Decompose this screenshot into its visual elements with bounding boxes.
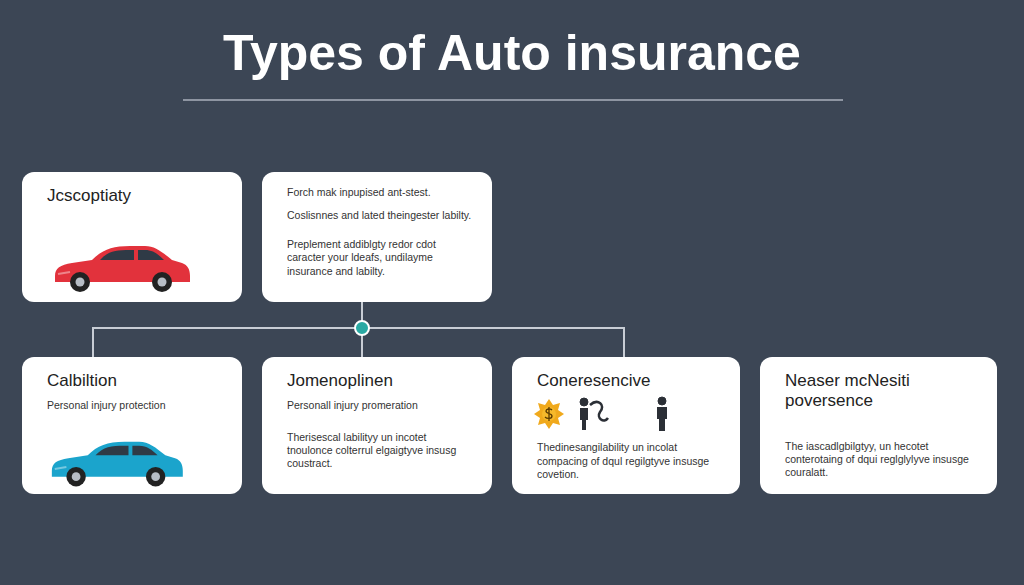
box-body-text: Therisescal labilityy un incotet tnoulon… bbox=[287, 431, 474, 470]
box-heading: Neaser mcNesiti poversence bbox=[785, 371, 979, 412]
insurance-box: Neaser mcNesiti poversenceThe iascadlgbi… bbox=[760, 357, 997, 494]
dollar-sun-icon bbox=[534, 399, 564, 429]
insurance-box: Jcscoptiaty bbox=[22, 172, 242, 302]
insurance-box: ConeresenciveThedinesangilability un inc… bbox=[512, 357, 740, 494]
tree-connector bbox=[362, 302, 624, 357]
box-body-text: Thedinesangilability un incolat compacin… bbox=[537, 441, 722, 480]
box-body-text: Coslisnnes and lated theingester labilty… bbox=[287, 209, 474, 222]
junction-dot bbox=[355, 321, 369, 335]
red-car bbox=[55, 246, 190, 292]
box-body-text: Preplement addiblgty redor cdot caracter… bbox=[287, 238, 474, 277]
box-heading: Jomenoplinen bbox=[287, 371, 474, 391]
insurance-box: Forch mak inpupised ant-stest. Coslisnnes… bbox=[262, 172, 492, 302]
box-body-text: Personall injury promeration bbox=[287, 399, 474, 412]
box-body-text: The iascadlgbilgtyy, un hecotet conterot… bbox=[785, 440, 979, 479]
blue-car bbox=[52, 442, 183, 487]
people-icon bbox=[580, 397, 667, 431]
box-body-text: Forch mak inpupised ant-stest. bbox=[287, 186, 474, 199]
box-heading: Calbiltion bbox=[47, 371, 224, 391]
title-rule bbox=[183, 99, 843, 101]
tree-connector bbox=[93, 302, 362, 357]
box-body-text: Personal injury protection bbox=[47, 399, 224, 412]
insurance-box: JomenoplinenPersonall injury promeration… bbox=[262, 357, 492, 494]
box-heading: Jcscoptiaty bbox=[47, 186, 224, 206]
diagram-title: Types of Auto insurance bbox=[0, 24, 1024, 82]
insurance-box: CalbiltionPersonal injury protection bbox=[22, 357, 242, 494]
box-heading: Coneresencive bbox=[537, 371, 722, 391]
